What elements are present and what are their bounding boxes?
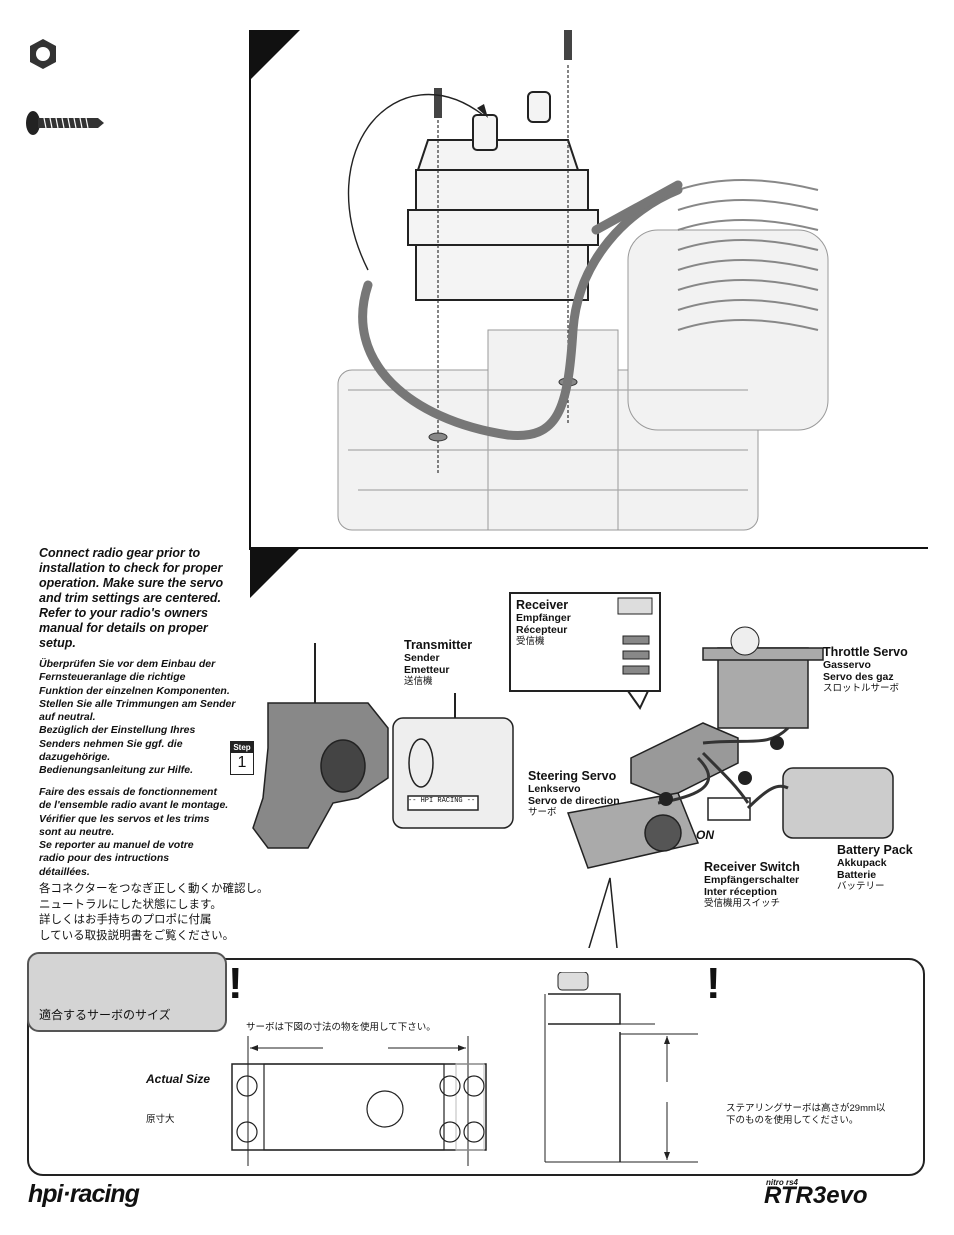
transmitter-en: Transmitter [404,638,473,652]
receiver-switch-fr: Inter réception [704,886,777,898]
instructions-english: Connect radio gear prior to installation… [39,546,224,650]
servo-height-note: ステアリングサーボは高さが29mm以 下のものを使用してください。 [726,1103,886,1126]
receiver-switch-en: Receiver Switch [704,860,800,874]
hpi-racing-logo: hpi·racing [28,1180,140,1208]
servo-side-view-drawing [544,972,698,1163]
transmitter-fr: Emetteur [404,664,450,676]
instructions-japanese: 各コネクターをつなぎ正しく動くか確認し。 ニュートラルにした状態にします。 詳し… [39,883,269,942]
battery-pack-label: Battery Pack Akkupack Batterie バッテリー [837,843,913,893]
instructions-german: Überprüfen Sie vor dem Einbau der Fernst… [39,658,236,777]
battery-pack-fr: Batterie [837,869,877,881]
warning-exclamation-icon: ! [228,959,243,1008]
radio-wiring-diagram [250,548,894,948]
steering-servo-en: Steering Servo [528,769,617,783]
battery-pack-en: Battery Pack [837,843,913,857]
step-number: 1 [237,754,247,771]
steering-servo-fr: Servo de direction [528,795,620,807]
servo-size-box [27,958,925,1176]
product-logo-small: nitro rs4 [766,1178,799,1187]
receiver-label: Receiver Empfänger Récepteur 受信機 [516,598,571,648]
transmitter-jp: 送信機 [404,676,433,687]
servo-size-tab-text: 適合するサーボのサイズ [39,1008,171,1022]
battery-pack-de: Akkupack [837,857,887,869]
warning-exclamation-icon: ! [706,959,721,1008]
transmitter-label: Transmitter Sender Emetteur 送信機 [404,638,472,688]
actual-size-label: Actual Size [146,1072,211,1086]
receiver-jp: 受信機 [516,636,545,647]
servo-top-view-drawing [231,1036,487,1166]
washer-icon [30,39,56,69]
receiver-switch-label: Receiver Switch Empfängerschalter Inter … [704,860,800,910]
steering-servo-de: Lenkservo [528,783,581,795]
steering-servo-jp: サーボ [528,807,557,818]
switch-on-label: ON [696,828,714,842]
receiver-en: Receiver [516,598,569,612]
instructions-french: Faire des essais de fonctionnement de l'… [39,786,229,878]
transmitter-screen-text: -- HPI RACING -- [408,797,476,805]
throttle-servo-label: Throttle Servo Gasservo Servo des gaz スロ… [823,645,908,695]
actual-size-label-jp: 原寸大 [146,1114,175,1125]
receiver-switch-de: Empfängerschalter [704,874,800,886]
fuel-tank-illustration [249,30,928,550]
product-logo: RTR3evo [764,1182,868,1209]
servo-size-tab: 適合するサーボのサイズ [27,952,227,1032]
receiver-switch-jp: 受信機用スイッチ [704,898,781,909]
battery-pack-jp: バッテリー [837,881,885,892]
throttle-servo-de: Gasservo [823,659,871,671]
throttle-servo-en: Throttle Servo [823,645,908,659]
servo-size-note: サーボは下図の寸法の物を使用して下さい。 [246,1022,436,1033]
step-label: Step [231,742,253,753]
receiver-de: Empfänger [516,612,571,624]
screw-icon [26,111,104,135]
receiver-fr: Récepteur [516,624,568,636]
steering-servo-label: Steering Servo Lenkservo Servo de direct… [528,769,620,819]
transmitter-de: Sender [404,652,440,664]
throttle-servo-fr: Servo des gaz [823,671,894,683]
step-badge: Step 1 [230,741,254,775]
throttle-servo-jp: スロットルサーボ [823,683,900,694]
